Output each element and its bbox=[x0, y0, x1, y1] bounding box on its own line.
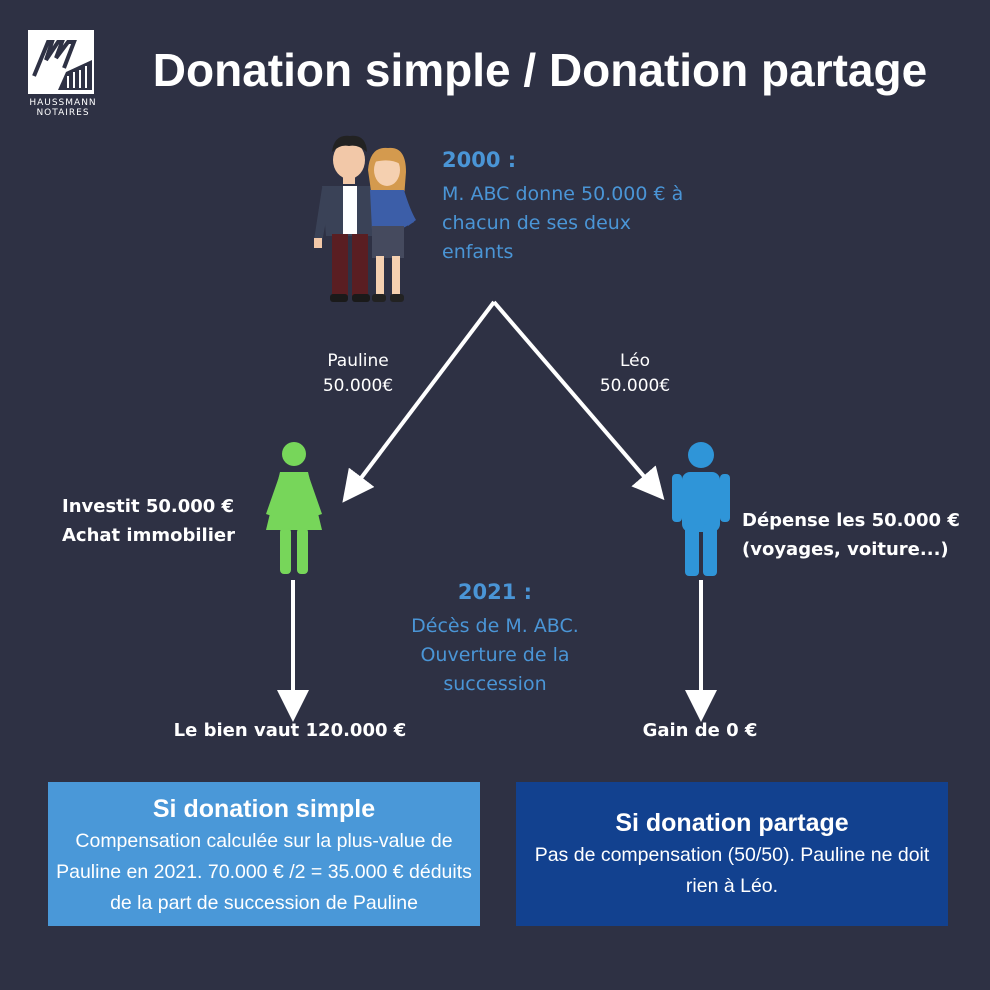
branch-amount-pauline: 50.000€ bbox=[322, 376, 394, 396]
pauline-action: Investit 50.000 € Achat immobilier bbox=[62, 492, 302, 550]
male-person-icon bbox=[672, 442, 730, 576]
leo-result: Gain de 0 € bbox=[642, 720, 758, 741]
branch-amount-leo: 50.000€ bbox=[599, 376, 671, 396]
branch-label-leo: Léo 50.000€ bbox=[575, 349, 695, 399]
branch-name-leo: Léo bbox=[619, 351, 651, 371]
logo-brand-line2: NOTAIRES bbox=[36, 108, 90, 118]
branch-label-pauline: Pauline 50.000€ bbox=[298, 349, 418, 399]
event-2021-description: Décès de M. ABC. Ouverture de la success… bbox=[411, 615, 579, 695]
leo-action-line1: Dépense les 50.000 € bbox=[742, 510, 960, 531]
leo-action: Dépense les 50.000 € (voyages, voiture..… bbox=[742, 506, 982, 564]
branch-name-pauline: Pauline bbox=[327, 351, 389, 371]
donation-partage-box: Si donation partage Pas de compensation … bbox=[516, 782, 948, 926]
donation-simple-box: Si donation simple Compensation calculée… bbox=[48, 782, 480, 926]
couple-illustration-icon bbox=[314, 135, 416, 302]
event-2000-description: M. ABC donne 50.000 € à chacun de ses de… bbox=[442, 183, 684, 263]
arrow-down-left-icon bbox=[342, 300, 496, 503]
female-person-icon bbox=[266, 442, 322, 574]
pauline-action-line1: Investit 50.000 € bbox=[62, 496, 235, 517]
event-2021-year: 2021 : bbox=[457, 580, 533, 604]
pauline-action-line2: Achat immobilier bbox=[62, 525, 235, 546]
page-title: Donation simple / Donation partage bbox=[152, 44, 928, 96]
logo-brand-line1: HAUSSMANN bbox=[29, 98, 97, 108]
pauline-result: Le bien vaut 120.000 € bbox=[173, 720, 407, 741]
donation-simple-text: Compensation calculée sur la plus-value … bbox=[56, 830, 472, 914]
donation-partage-title: Si donation partage bbox=[615, 809, 849, 837]
donation-partage-text: Pas de compensation (50/50). Pauline ne … bbox=[534, 844, 930, 897]
leo-action-line2: (voyages, voiture...) bbox=[742, 539, 949, 560]
event-2000-year: 2000 : bbox=[442, 148, 517, 172]
arrow-down-right-icon bbox=[492, 300, 665, 501]
haussmann-logo: HAUSSMANN NOTAIRES bbox=[28, 30, 98, 118]
haussmann-logo-icon bbox=[28, 30, 94, 94]
donation-simple-title: Si donation simple bbox=[152, 795, 376, 823]
